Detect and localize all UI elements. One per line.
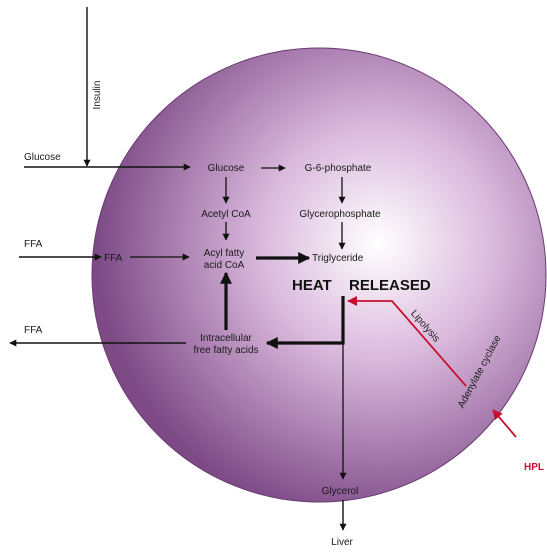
glycerophosphate-label: Glycerophosphate — [299, 209, 381, 220]
glucose-inner-label: Glucose — [208, 163, 245, 174]
acyl-coa-label-line1: Acyl fatty — [204, 248, 245, 259]
ffa-in-left-label: FFA — [24, 239, 43, 250]
intracellular-label-line1: Intracellular — [200, 333, 252, 344]
acetyl-coa-label: Acetyl CoA — [201, 209, 251, 220]
glycerol-label: Glycerol — [322, 486, 359, 497]
acyl-coa-label-line2: acid CoA — [204, 260, 245, 271]
triglyceride-label: Triglyceride — [312, 253, 364, 264]
lipolysis-activation-path — [347, 296, 467, 387]
liver-label: Liver — [331, 537, 353, 548]
insulin-label: Insulin — [92, 81, 103, 110]
hpl-label: HPL — [524, 462, 544, 473]
released-label: RELEASED — [349, 277, 431, 294]
glucose-outside-label: Glucose — [24, 152, 61, 163]
intracellular-label-line2: free fatty acids — [193, 345, 258, 356]
heat-label: HEAT — [292, 277, 332, 294]
hpl-arrow — [492, 409, 517, 438]
adipocyte-cell — [91, 47, 547, 503]
g6p-label: G-6-phosphate — [305, 163, 372, 174]
ffa-in-inner-label: FFA — [104, 253, 123, 264]
ffa-out-label: FFA — [24, 325, 43, 336]
